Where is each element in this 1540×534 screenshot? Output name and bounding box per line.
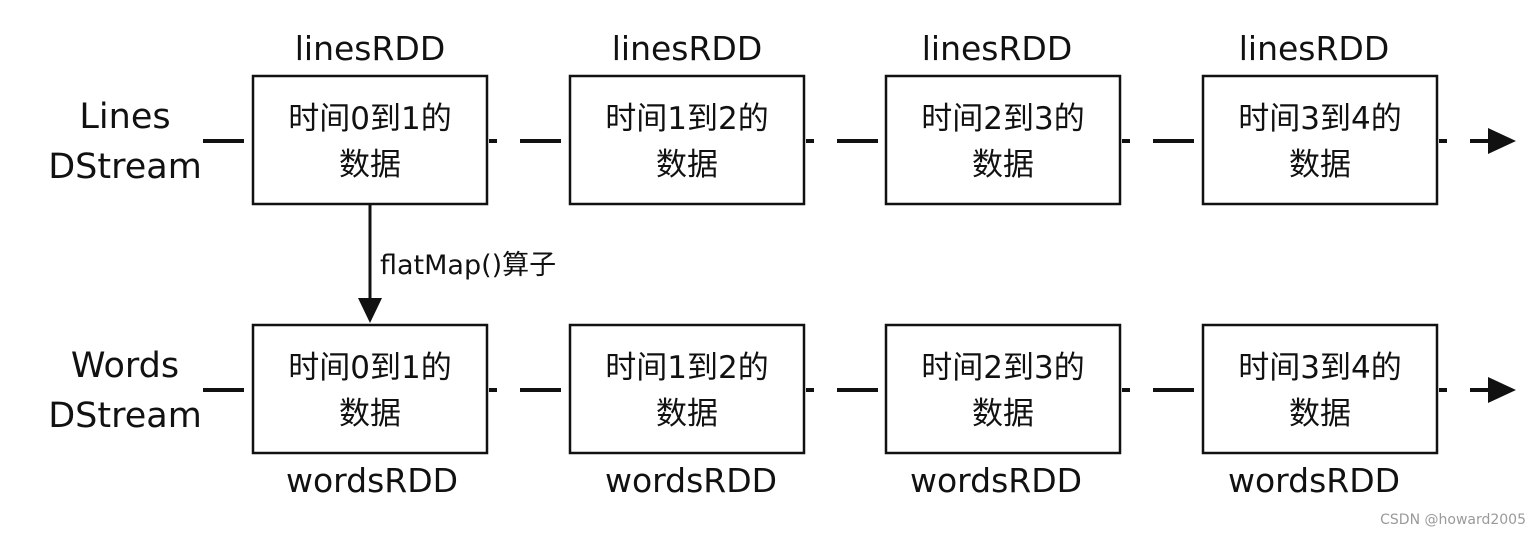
words-rdd-box-4: 时间3到4的 数据 [1201, 323, 1439, 455]
box-text-line2: 数据 [972, 147, 1034, 183]
words-rdd-box-2: 时间1到2的 数据 [568, 323, 806, 455]
rdd-name-words-1: wordsRDD [286, 461, 458, 500]
rdd-name-lines-4: linesRDD [1239, 29, 1390, 68]
rdd-name-lines-2: linesRDD [612, 29, 763, 68]
box-text-line2: 数据 [339, 396, 401, 432]
lines-timeline [203, 128, 1516, 154]
lines-rdd-box-2: 时间1到2的 数据 [568, 74, 806, 206]
lines-dstream-label-line2: DStream [48, 147, 202, 187]
box-text-line1: 时间0到1的 [288, 350, 451, 386]
rdd-name-lines-1: linesRDD [295, 29, 446, 68]
rdd-name-lines-3: linesRDD [922, 29, 1073, 68]
rdd-name-words-3: wordsRDD [910, 461, 1082, 500]
flatmap-arrow [358, 204, 382, 323]
rdd-name-words-2: wordsRDD [605, 461, 777, 500]
box-text-line2: 数据 [656, 147, 718, 183]
flatmap-arrowhead [358, 298, 382, 323]
rdd-name-words-4: wordsRDD [1228, 461, 1400, 500]
box-text-line1: 时间1到2的 [605, 101, 768, 137]
box-text-line1: 时间3到4的 [1238, 101, 1401, 137]
words-dstream-label-line1: Words [71, 346, 179, 386]
words-dstream-label-line2: DStream [48, 396, 202, 436]
box-text-line2: 数据 [339, 147, 401, 183]
words-timeline-arrowhead [1488, 377, 1516, 403]
flatmap-operator-label: flatMap()算子 [380, 250, 556, 281]
box-text-line1: 时间2到3的 [921, 350, 1084, 386]
box-text-line1: 时间2到3的 [921, 101, 1084, 137]
words-timeline [203, 377, 1516, 403]
box-text-line2: 数据 [1289, 147, 1351, 183]
box-text-line2: 数据 [1289, 396, 1351, 432]
lines-rdd-box-3: 时间2到3的 数据 [884, 74, 1122, 206]
box-text-line1: 时间0到1的 [288, 101, 451, 137]
box-text-line2: 数据 [972, 396, 1034, 432]
lines-timeline-arrowhead [1488, 128, 1516, 154]
words-rdd-box-1: 时间0到1的 数据 [251, 323, 489, 455]
box-text-line1: 时间3到4的 [1238, 350, 1401, 386]
lines-rdd-box-1: 时间0到1的 数据 [251, 74, 489, 206]
lines-rdd-box-4: 时间3到4的 数据 [1201, 74, 1439, 206]
watermark: CSDN @howard2005 [1380, 512, 1526, 528]
lines-dstream-label-line1: Lines [79, 97, 170, 137]
box-text-line2: 数据 [656, 396, 718, 432]
box-text-line1: 时间1到2的 [605, 350, 768, 386]
words-rdd-box-3: 时间2到3的 数据 [884, 323, 1122, 455]
